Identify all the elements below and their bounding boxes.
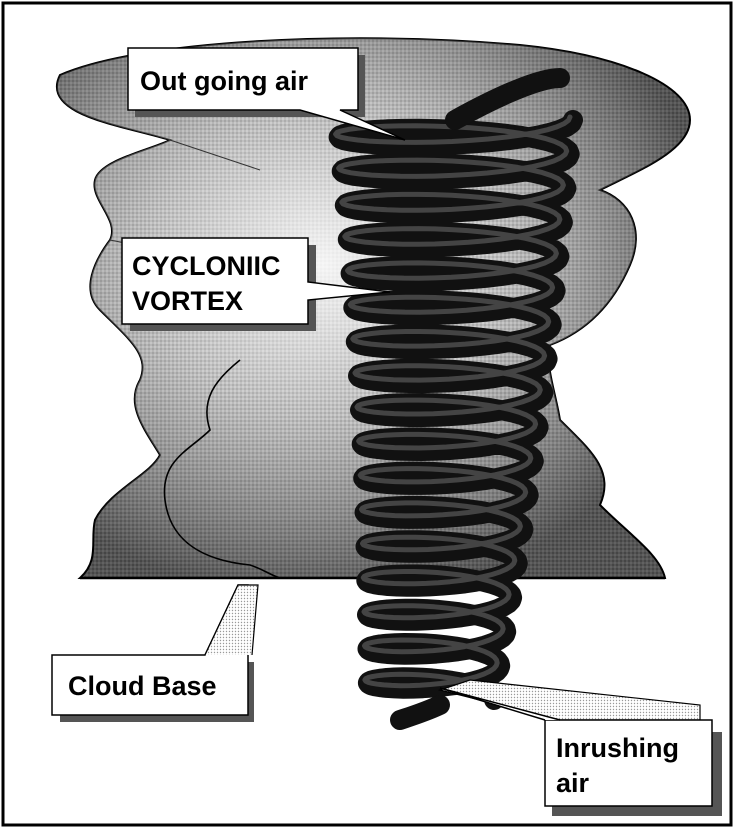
label-cyclonic: CYCLONIIC: [132, 251, 281, 281]
label-outgoing-air: Out going air: [140, 66, 308, 96]
label-cloud-base: Cloud Base: [68, 671, 217, 701]
label-air: air: [556, 768, 590, 798]
label-inrushing: Inrushing: [556, 733, 679, 763]
label-vortex: VORTEX: [132, 286, 243, 316]
